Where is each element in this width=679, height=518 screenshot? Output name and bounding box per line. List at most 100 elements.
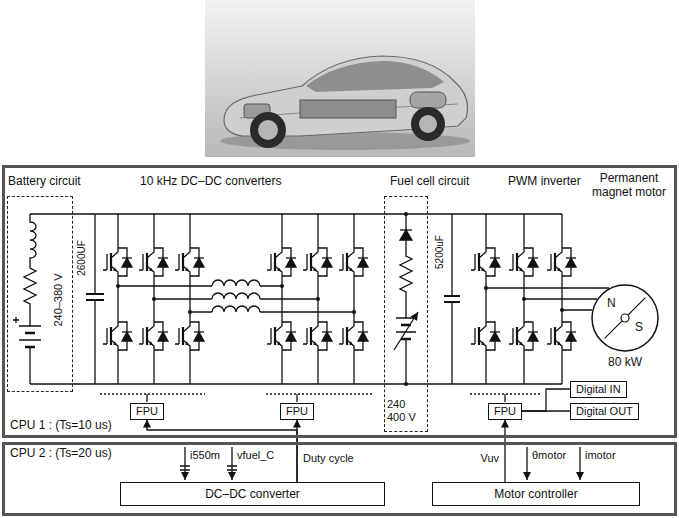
car-hub	[258, 120, 278, 140]
text-holder: 2600UF	[76, 240, 88, 276]
igbt-symbol	[267, 244, 296, 280]
text-holder: S	[635, 321, 643, 335]
igbt-symbol	[139, 318, 168, 354]
junction-dot	[484, 286, 488, 290]
motor-outline	[592, 285, 658, 351]
signal-connector	[147, 420, 297, 483]
junction-dot	[352, 310, 356, 314]
process-box: FPU	[488, 403, 522, 420]
junction-dot	[522, 297, 526, 301]
circuit-wires	[13, 214, 609, 480]
igbt-symbol	[471, 318, 500, 354]
controller-box: Motor controller	[432, 482, 640, 506]
igbt-symbol	[339, 318, 368, 354]
node-label: S	[635, 321, 643, 335]
capacitor-symbol	[444, 296, 460, 302]
car-tank	[410, 92, 446, 108]
fuel-cell-wire	[405, 339, 406, 384]
inductor-symbol	[212, 280, 260, 286]
phase-wire	[118, 286, 212, 312]
signal-connector	[504, 420, 505, 483]
car-glass	[306, 61, 444, 92]
text-holder: PWM inverter	[508, 175, 581, 189]
igbt-symbol	[103, 318, 132, 354]
circuit-region: Fuel cell circuit240 400 V	[384, 196, 428, 432]
igbt-symbol	[175, 318, 204, 354]
igbt-symbol	[339, 244, 368, 280]
signal-label: imotor	[585, 449, 616, 462]
section-heading: Permanent magnet motor	[589, 172, 669, 200]
diode-symbol	[400, 230, 412, 240]
section-heading: 10 kHz DC–DC converters	[140, 175, 281, 189]
node-label: CPU 2 : (Ts=20 us)	[10, 447, 112, 461]
signal-label: vfuel_C	[237, 449, 274, 462]
car-hub	[419, 115, 437, 133]
capacitor-value: 2600UF	[76, 240, 88, 276]
node-label: Motor controller	[494, 487, 577, 501]
igbt-symbol	[471, 244, 500, 280]
phase-wire	[260, 286, 354, 312]
node-label: FPU	[136, 405, 158, 418]
battery-wire	[29, 347, 30, 384]
gate-signal-stub	[147, 394, 505, 402]
power-rating: 80 kW	[608, 356, 642, 370]
capacitor-wire	[451, 214, 452, 384]
inductor-symbol	[212, 293, 260, 299]
text-holder: vfuel_C	[237, 449, 274, 462]
junction-dot	[560, 308, 564, 312]
text-holder: Motor controller	[494, 487, 577, 501]
text-holder: 10 kHz DC–DC converters	[140, 175, 281, 189]
text-holder: FPU	[136, 405, 158, 418]
circuit-region: Battery circuit240–380 V	[7, 196, 73, 392]
node-label: Digital OUT	[576, 405, 633, 418]
junction-dot	[316, 297, 320, 301]
cpu-frame: Battery circuit240–380 VFuel cell circui…	[2, 165, 677, 438]
battery-branch	[24, 214, 36, 326]
text-holder: 80 kW	[608, 356, 642, 370]
signal-connector	[296, 420, 297, 483]
motor-shaft	[621, 314, 629, 322]
pole-divider	[605, 298, 646, 339]
photo-ground	[205, 0, 475, 157]
text-holder: θmotor	[532, 449, 566, 462]
igbt-symbol	[103, 244, 132, 280]
node-label: Fuel cell circuit	[390, 175, 469, 189]
capacitor-wire	[94, 214, 95, 384]
dc-bus-rail	[30, 214, 562, 384]
node-label: DC–DC converter	[205, 487, 300, 501]
signal-label: Vuv	[480, 452, 499, 465]
process-box: FPU	[130, 403, 164, 420]
variable-arrow	[394, 312, 418, 350]
igbt-symbol	[509, 318, 538, 354]
node-label: N	[607, 297, 616, 311]
text-holder: Battery circuit	[8, 175, 81, 189]
junction-dot	[152, 297, 156, 301]
node-label: CPU 1 : (Ts=10 us)	[10, 419, 112, 433]
node-label: FPU	[494, 405, 516, 418]
process-box: Digital IN	[570, 381, 627, 398]
text-holder: Digital OUT	[576, 405, 633, 418]
text-holder: 5200uF	[434, 235, 446, 269]
igbt-symbol	[175, 244, 204, 280]
gate-signal-line	[100, 393, 540, 394]
text-holder: 240–380 V	[52, 273, 65, 326]
node-label: 240 400 V	[387, 398, 421, 423]
motor-phase-wire	[486, 288, 609, 310]
motor-outline	[591, 284, 659, 352]
plus-sign	[13, 317, 19, 323]
signal-label: θmotor	[532, 449, 566, 462]
inductor-symbol	[212, 306, 260, 312]
car-photo	[205, 0, 475, 157]
car-wheel	[250, 112, 286, 148]
capacitor-value: 5200uF	[434, 235, 446, 269]
capacitor-symbol	[86, 294, 104, 300]
junction-dot	[404, 212, 408, 216]
igbt-symbol	[303, 244, 332, 280]
text-holder: CPU 1 : (Ts=10 us)	[10, 419, 112, 433]
signal-arrow	[231, 447, 232, 480]
igbt-symbol	[547, 244, 576, 280]
text-holder: CPU 2 : (Ts=20 us)	[10, 447, 112, 461]
junction-dot	[280, 284, 284, 288]
node-label: Battery circuit	[8, 175, 81, 189]
car-battery-pack	[300, 100, 396, 118]
